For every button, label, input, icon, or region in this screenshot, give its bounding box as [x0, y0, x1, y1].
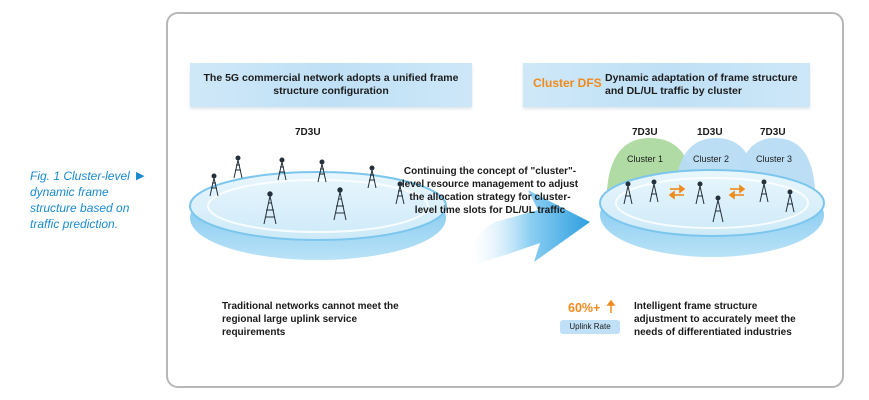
cluster-3-name: Cluster 3	[756, 154, 793, 164]
cluster-dfs-title: Cluster DFS	[533, 76, 602, 90]
cluster-2-frame-label: 1D3U	[697, 127, 723, 138]
right-banner: Cluster DFS Dynamic adaptation of frame …	[523, 63, 810, 107]
left-frame-label: 7D3U	[295, 127, 321, 138]
uplink-percent: 60%+	[568, 301, 601, 315]
figure-caption: Fig. 1 Cluster-level dynamic frame struc…	[30, 169, 130, 231]
cluster-3-frame-label: 7D3U	[760, 127, 786, 138]
cluster-2-name: Cluster 2	[693, 154, 730, 164]
right-description: Intelligent frame structure adjustment t…	[634, 301, 796, 338]
cluster-1-frame-label: 7D3U	[632, 127, 658, 138]
cluster-1-name: Cluster 1	[627, 154, 664, 164]
caption-arrow-icon: ▶	[136, 170, 145, 182]
left-banner: The 5G commercial network adopts a unifi…	[190, 63, 472, 107]
right-banner-text: Dynamic adaptation of frame structure an…	[605, 72, 798, 97]
uplink-rate-badge: Uplink Rate	[560, 320, 620, 334]
left-banner-text: The 5G commercial network adopts a unifi…	[203, 72, 459, 97]
left-description: Traditional networks cannot meet the reg…	[222, 301, 399, 338]
middle-explanation: Continuing the concept of "cluster"-leve…	[401, 166, 579, 216]
